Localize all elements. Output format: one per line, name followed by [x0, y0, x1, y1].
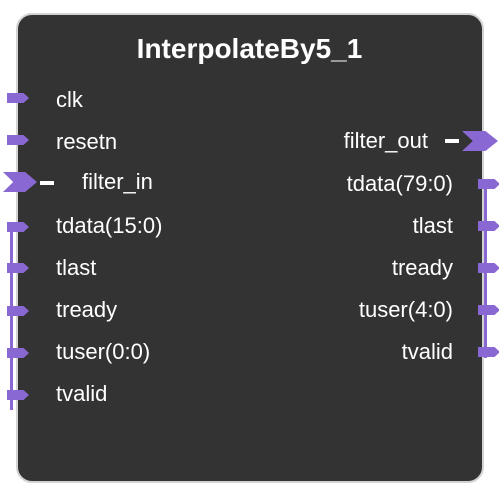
pin-tready-out[interactable] [478, 263, 499, 273]
filter-in-bus-chevron-icon[interactable] [3, 172, 37, 192]
port-label-tready-in: tready [56, 297, 118, 322]
pin-resetn[interactable] [7, 135, 29, 145]
port-label-filter-in: filter_in [82, 169, 153, 194]
ip-block[interactable] [16, 13, 484, 483]
port-label-tready-out: tready [391, 255, 453, 280]
port-label-filter-out: filter_out [343, 128, 428, 153]
pin-tready-in[interactable] [7, 306, 29, 316]
pin-tuser-in[interactable] [7, 348, 29, 358]
port-label-tuser-in: tuser(0:0) [56, 339, 151, 364]
port-label-tvalid-in: tvalid [56, 381, 108, 406]
port-label-resetn: resetn [56, 129, 118, 154]
pin-tlast-out[interactable] [478, 221, 499, 231]
pin-tdata-out[interactable] [478, 179, 499, 189]
filter-in-dash [40, 181, 54, 185]
pin-tvalid-in[interactable] [7, 390, 29, 400]
port-label-tvalid-out: tvalid [401, 339, 453, 364]
port-label-tlast-in: tlast [56, 255, 97, 280]
block-title: InterpolateBy5_1 [136, 33, 363, 64]
port-label-tuser-out: tuser(4:0) [358, 297, 453, 322]
port-label-clk: clk [56, 87, 83, 112]
filter-out-dash [445, 139, 459, 143]
left-bus-bracket [10, 222, 13, 410]
filter-out-bus-chevron-icon[interactable] [462, 131, 498, 151]
pin-clk[interactable] [7, 93, 29, 103]
port-label-tdata-out: tdata(79:0) [346, 171, 453, 196]
pin-tvalid-out[interactable] [478, 347, 499, 357]
pin-tuser-out[interactable] [478, 305, 499, 315]
pin-tlast-in[interactable] [7, 263, 29, 273]
pin-tdata-in[interactable] [7, 222, 29, 232]
port-label-tdata-in: tdata(15:0) [56, 213, 163, 238]
port-label-tlast-out: tlast [412, 213, 453, 238]
